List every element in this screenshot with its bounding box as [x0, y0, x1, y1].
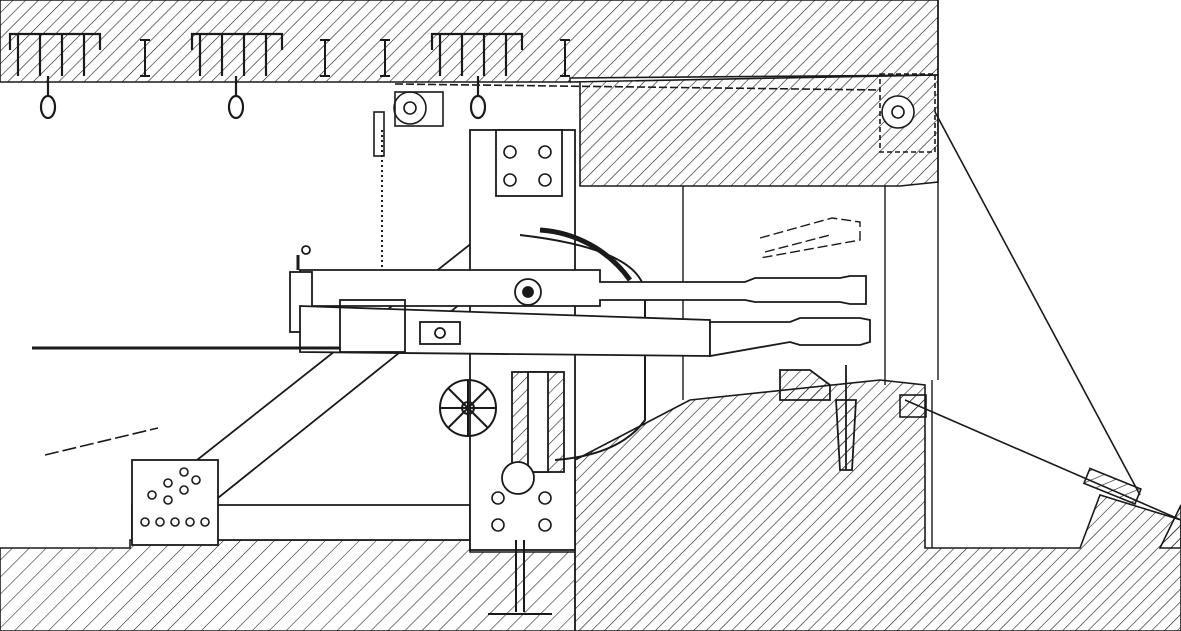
outer-slope [1158, 504, 1181, 549]
overhead-rails [8, 32, 524, 120]
ceiling-beams [140, 39, 570, 77]
plate-bolts [140, 145, 552, 532]
floor-anchor-bolt [488, 540, 552, 615]
guy-wires [899, 111, 1181, 521]
cradle-arc [539, 227, 633, 282]
elevation-handwheel [439, 379, 497, 437]
gun-barrel-upper [289, 245, 867, 333]
pivot-column [501, 371, 565, 495]
gun-barrel-lower [299, 299, 871, 358]
ghost-barrel-outline [759, 217, 861, 259]
embrasure-upper-wall [569, 74, 939, 187]
carriage-foot-plate [131, 459, 219, 546]
upper-bolt-plate [495, 129, 563, 197]
dashed-rod-lower [44, 427, 159, 456]
embrasure-outline [682, 0, 939, 548]
embrasure-lower-wall [574, 379, 1181, 631]
casemate-floor [0, 539, 576, 631]
overhead-cable [394, 83, 881, 91]
ceiling-slab [0, 0, 939, 83]
hoist-pulleys [373, 73, 936, 157]
muzzle-support [779, 365, 857, 471]
